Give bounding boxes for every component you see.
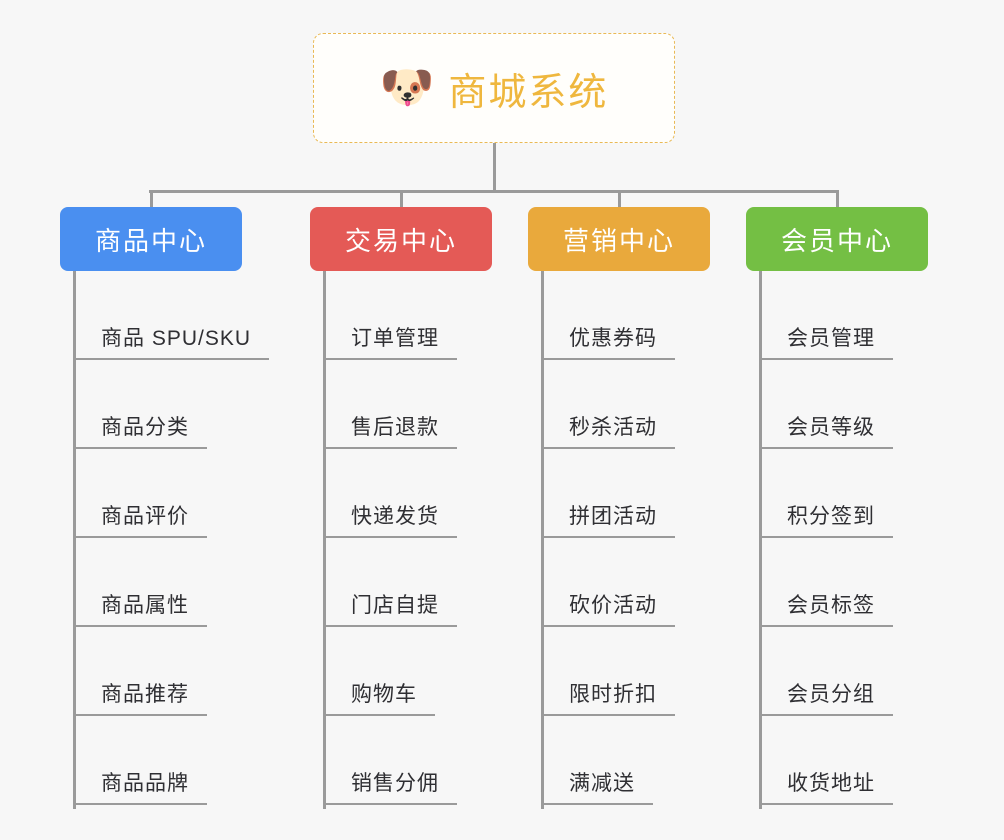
category-column-2: 营销中心优惠券码秒杀活动拼团活动砍价活动限时折扣满减送 — [528, 207, 710, 809]
dog-face-icon: 🐶 — [379, 63, 435, 112]
connector-root-vertical — [493, 143, 496, 191]
leaf-item[interactable]: 收货地址 — [746, 716, 928, 805]
leaf-item[interactable]: 秒杀活动 — [528, 360, 710, 449]
leaf-label: 售后退款 — [323, 411, 457, 449]
leaf-label: 商品推荐 — [73, 678, 207, 716]
leaf-item[interactable]: 商品 SPU/SKU — [60, 271, 270, 360]
leaf-label: 销售分佣 — [323, 767, 457, 805]
leaf-item[interactable]: 售后退款 — [310, 360, 492, 449]
category-label: 商品中心 — [94, 225, 207, 256]
leaf-item[interactable]: 商品推荐 — [60, 627, 242, 716]
leaf-label: 商品 SPU/SKU — [73, 322, 270, 360]
connector-drop-1 — [400, 190, 403, 208]
leaf-item[interactable]: 快递发货 — [310, 449, 492, 538]
leaf-label: 优惠券码 — [541, 322, 675, 360]
leaf-item[interactable]: 满减送 — [528, 716, 710, 805]
leaf-label: 满减送 — [541, 767, 653, 805]
connector-horizontal-bus — [149, 190, 839, 193]
leaf-list: 商品 SPU/SKU 商品分类商品评价商品属性商品推荐商品品牌 — [60, 271, 270, 805]
leaf-item[interactable]: 商品分类 — [60, 360, 242, 449]
category-box-2[interactable]: 营销中心 — [528, 207, 710, 271]
category-column-1: 交易中心订单管理售后退款快递发货门店自提购物车销售分佣 — [310, 207, 492, 809]
leaf-label: 门店自提 — [323, 589, 457, 627]
category-column-0: 商品中心商品 SPU/SKU 商品分类商品评价商品属性商品推荐商品品牌 — [60, 207, 270, 809]
leaf-label: 积分签到 — [759, 500, 893, 538]
leaf-item[interactable]: 订单管理 — [310, 271, 492, 360]
leaf-label: 商品品牌 — [73, 767, 207, 805]
category-spine-2 — [541, 271, 544, 809]
category-label: 营销中心 — [562, 225, 675, 256]
leaf-item[interactable]: 积分签到 — [746, 449, 928, 538]
leaf-list: 会员管理会员等级积分签到会员标签会员分组收货地址 — [746, 271, 928, 805]
category-column-3: 会员中心会员管理会员等级积分签到会员标签会员分组收货地址 — [746, 207, 928, 809]
category-label: 交易中心 — [344, 225, 457, 256]
leaf-item[interactable]: 会员分组 — [746, 627, 928, 716]
connector-drop-3 — [836, 190, 839, 208]
leaf-label: 会员管理 — [759, 322, 893, 360]
leaf-item[interactable]: 拼团活动 — [528, 449, 710, 538]
category-box-1[interactable]: 交易中心 — [310, 207, 492, 271]
leaf-item[interactable]: 商品属性 — [60, 538, 242, 627]
leaf-list: 订单管理售后退款快递发货门店自提购物车销售分佣 — [310, 271, 492, 805]
leaf-label: 快递发货 — [323, 500, 457, 538]
leaf-label: 商品属性 — [73, 589, 207, 627]
leaf-item[interactable]: 限时折扣 — [528, 627, 710, 716]
leaf-item[interactable]: 会员等级 — [746, 360, 928, 449]
root-title: 商城系统 — [448, 71, 609, 114]
leaf-label: 购物车 — [323, 678, 435, 716]
leaf-label: 拼团活动 — [541, 500, 675, 538]
category-box-0[interactable]: 商品中心 — [60, 207, 242, 271]
connector-drop-2 — [618, 190, 621, 208]
connector-drop-0 — [150, 190, 153, 208]
leaf-item[interactable]: 会员管理 — [746, 271, 928, 360]
leaf-label: 收货地址 — [759, 767, 893, 805]
leaf-list: 优惠券码秒杀活动拼团活动砍价活动限时折扣满减送 — [528, 271, 710, 805]
category-spine-1 — [323, 271, 326, 809]
root-node[interactable]: 🐶 商城系统 — [313, 33, 675, 143]
leaf-item[interactable]: 砍价活动 — [528, 538, 710, 627]
leaf-item[interactable]: 购物车 — [310, 627, 492, 716]
leaf-label: 订单管理 — [323, 322, 457, 360]
leaf-label: 秒杀活动 — [541, 411, 675, 449]
category-box-3[interactable]: 会员中心 — [746, 207, 928, 271]
leaf-label: 会员标签 — [759, 589, 893, 627]
leaf-label: 商品分类 — [73, 411, 207, 449]
category-spine-0 — [73, 271, 76, 809]
leaf-label: 商品评价 — [73, 500, 207, 538]
leaf-item[interactable]: 优惠券码 — [528, 271, 710, 360]
category-label: 会员中心 — [780, 225, 893, 256]
leaf-item[interactable]: 销售分佣 — [310, 716, 492, 805]
leaf-label: 限时折扣 — [541, 678, 675, 716]
leaf-label: 砍价活动 — [541, 589, 675, 627]
leaf-item[interactable]: 商品品牌 — [60, 716, 242, 805]
leaf-item[interactable]: 会员标签 — [746, 538, 928, 627]
category-spine-3 — [759, 271, 762, 809]
leaf-item[interactable]: 商品评价 — [60, 449, 242, 538]
leaf-item[interactable]: 门店自提 — [310, 538, 492, 627]
leaf-label: 会员分组 — [759, 678, 893, 716]
leaf-label: 会员等级 — [759, 411, 893, 449]
